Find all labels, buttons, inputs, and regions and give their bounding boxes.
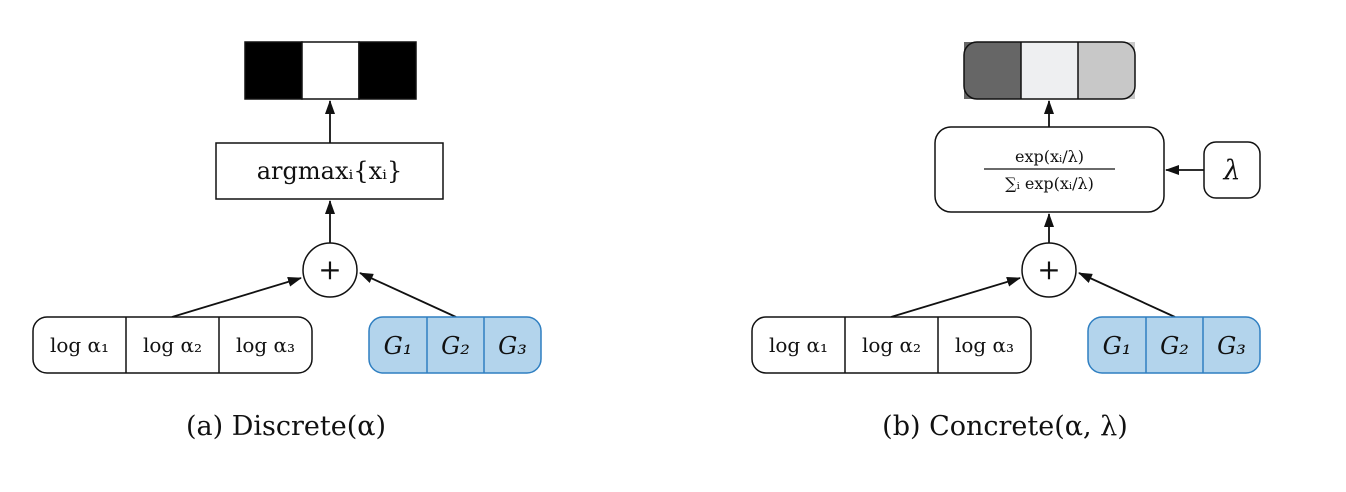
gumbel-3: G₃: [498, 332, 527, 360]
softmax-node: exp(xᵢ/λ) ∑ᵢ exp(xᵢ/λ): [934, 126, 1165, 213]
plus-circle: [302, 242, 358, 298]
logit-3: log α₃: [236, 333, 295, 357]
gumbel-box: [368, 316, 542, 374]
arrow-logits-to-plus: [171, 276, 302, 318]
gumbel-2: G₂: [1160, 332, 1189, 360]
plus-circle: [1021, 242, 1077, 298]
logits-box: [32, 316, 313, 374]
gumbel-3: G₃: [1217, 332, 1246, 360]
softmax-denominator: ∑ᵢ exp(xᵢ/λ): [1005, 174, 1094, 193]
plus-symbol: +: [318, 253, 341, 286]
output-cell-1: [244, 41, 303, 100]
output-cell-3: [358, 41, 417, 100]
arrow-gumbel-to-plus: [1078, 272, 1176, 318]
logits-vector: log α₁ log α₂ log α₃: [32, 316, 313, 374]
argmax-box: [215, 142, 444, 200]
logits-vector: log α₁ log α₂ log α₃: [751, 316, 1032, 374]
logit-1: log α₁: [769, 333, 828, 357]
gumbel-1: G₁: [1103, 332, 1132, 360]
gumbel-box: [1087, 316, 1261, 374]
plus-node: +: [302, 242, 358, 298]
gumbel-2: G₂: [441, 332, 470, 360]
arrow-gumbel-to-plus: [359, 272, 457, 318]
plus-node: +: [1021, 242, 1077, 298]
lambda-label: λ: [1222, 155, 1240, 186]
lambda-node: λ: [1203, 141, 1261, 199]
argmax-label: argmaxᵢ{xᵢ}: [257, 157, 402, 185]
panel-a: argmaxᵢ{xᵢ} + log α₁ log α₂ log α₃ G₁ G₂…: [32, 41, 542, 442]
relaxed-output: [963, 41, 1136, 100]
plus-symbol: +: [1037, 253, 1060, 286]
output-cell-2: [301, 41, 360, 100]
softmax-numerator: exp(xᵢ/λ): [1015, 147, 1084, 166]
logit-3: log α₃: [955, 333, 1014, 357]
output-border: [963, 41, 1136, 100]
one-hot-output: [244, 41, 417, 100]
caption-b: (b) Concrete(α, λ): [882, 411, 1128, 442]
gumbel-1: G₁: [384, 332, 413, 360]
logits-box: [751, 316, 1032, 374]
arrow-logits-to-plus: [890, 276, 1021, 318]
panel-b: exp(xᵢ/λ) ∑ᵢ exp(xᵢ/λ) λ + log α₁ log α₂…: [751, 41, 1261, 442]
logit-2: log α₂: [143, 333, 202, 357]
gumbel-vector: G₁ G₂ G₃: [1087, 316, 1261, 374]
logit-2: log α₂: [862, 333, 921, 357]
caption-a: (a) Discrete(α): [186, 411, 386, 442]
output-cell-2: [1021, 42, 1078, 99]
output-cell-3: [1078, 42, 1135, 99]
gumbel-vector: G₁ G₂ G₃: [368, 316, 542, 374]
argmax-node: argmaxᵢ{xᵢ}: [215, 142, 444, 200]
output-cell-1: [964, 42, 1021, 99]
logit-1: log α₁: [50, 333, 109, 357]
